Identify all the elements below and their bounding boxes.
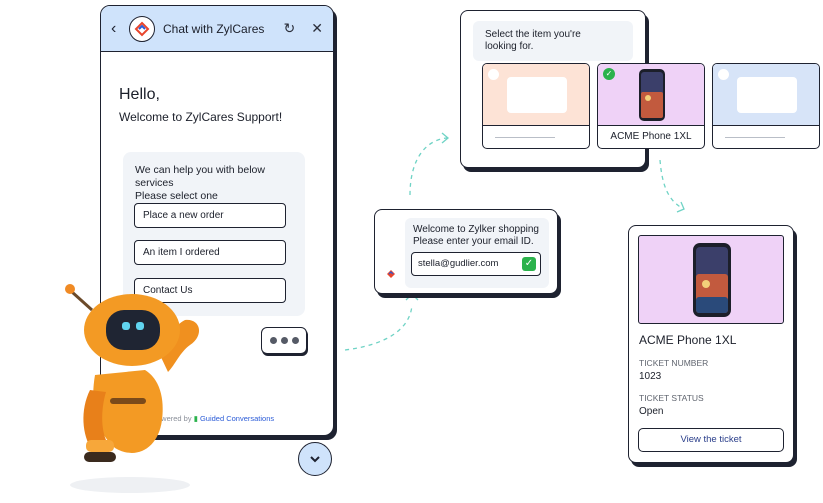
chat-header: ‹ Chat with ZylCares ↻ ✕	[101, 6, 333, 52]
email-field[interactable]: stella@gudlier.com ✓	[411, 252, 541, 276]
email-prompt: Welcome to Zylker shopping Please enter …	[413, 224, 539, 247]
ticket-status-label: TICKET STATUS	[639, 393, 704, 403]
product-name: ACME Phone 1XL	[639, 333, 737, 347]
greeting: Hello,	[119, 86, 160, 103]
phone-image	[693, 243, 731, 317]
select-prompt-bubble: Select the item you're looking for.	[473, 21, 633, 61]
services-panel: We can help you with below services Plea…	[123, 152, 305, 316]
selected-item-label: ACME Phone 1XL	[610, 131, 692, 142]
check-icon: ✓	[603, 68, 615, 80]
powered-by: owered by ▮ Guided Conversations	[157, 414, 275, 423]
option-item-ordered[interactable]: An item I ordered	[134, 240, 286, 265]
check-icon: ✓	[522, 257, 536, 271]
services-intro: We can help you with below services Plea…	[135, 164, 265, 202]
refresh-icon[interactable]: ↻	[283, 20, 296, 36]
view-ticket-button[interactable]: View the ticket	[638, 428, 784, 452]
chat-title: Chat with ZylCares	[163, 21, 265, 36]
bot-avatar-icon	[387, 270, 395, 278]
scroll-down-button[interactable]	[298, 442, 332, 476]
close-icon[interactable]: ✕	[311, 20, 323, 36]
tile-image: ✓	[598, 64, 704, 126]
email-entry-card: Welcome to Zylker shopping Please enter …	[374, 209, 558, 294]
zylcares-logo	[129, 15, 155, 42]
radio-icon	[488, 69, 499, 80]
back-icon[interactable]: ‹	[111, 19, 117, 37]
guided-conversations-icon: ▮	[193, 414, 198, 423]
ticket-number: 1023	[639, 371, 662, 382]
welcome-text: Welcome to ZylCares Support!	[119, 110, 283, 124]
robot-mascot	[65, 284, 200, 493]
product-image	[638, 235, 784, 324]
item-tile-3[interactable]	[712, 63, 820, 149]
tile-image	[483, 64, 589, 126]
typing-indicator	[261, 327, 307, 354]
phone-image	[639, 69, 665, 121]
chat-window: ‹ Chat with ZylCares ↻ ✕ Hello, Welcome …	[100, 5, 334, 436]
chevron-down-icon	[310, 456, 320, 463]
radio-icon	[718, 69, 729, 80]
option-contact-us[interactable]: Contact Us	[134, 278, 286, 303]
select-prompt: Select the item you're looking for.	[485, 29, 581, 52]
ticket-status: Open	[639, 406, 664, 417]
item-tile-acme-phone[interactable]: ✓ ACME Phone 1XL	[597, 63, 705, 149]
ticket-number-label: TICKET NUMBER	[639, 358, 709, 368]
email-prompt-bubble: Welcome to Zylker shopping Please enter …	[405, 218, 549, 288]
item-tile-1[interactable]	[482, 63, 590, 149]
ticket-card: ACME Phone 1XL TICKET NUMBER 1023 TICKET…	[628, 225, 794, 463]
option-place-new-order[interactable]: Place a new order	[134, 203, 286, 228]
tile-image	[713, 64, 819, 126]
